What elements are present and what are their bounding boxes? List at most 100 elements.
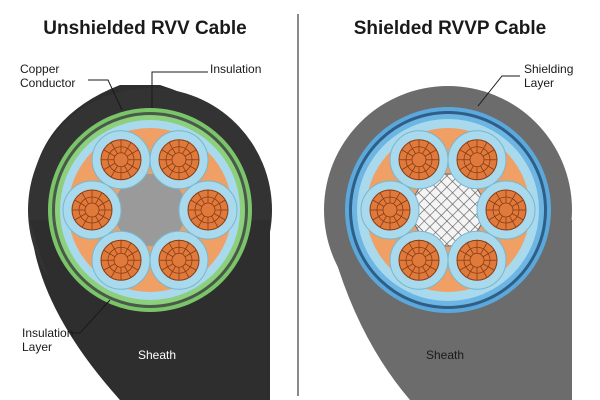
left-strand-line bbox=[103, 162, 116, 171]
leader-copper-conductor bbox=[88, 79, 123, 111]
right-strand-line bbox=[511, 213, 524, 221]
right-strand-line bbox=[408, 165, 416, 178]
left-strand-line bbox=[95, 215, 103, 228]
label-copper-line2: Conductor bbox=[20, 76, 76, 90]
right-strand-line bbox=[424, 162, 437, 171]
left-strand-line bbox=[74, 199, 87, 207]
title-shielded: Shielded RVVP Cable bbox=[353, 18, 547, 39]
right-strand-line bbox=[459, 149, 472, 157]
right-strand-line bbox=[495, 215, 503, 228]
right-strand-line bbox=[422, 165, 430, 178]
left-strand-line bbox=[182, 266, 190, 278]
right-strand-line bbox=[401, 249, 414, 258]
title-unshielded: Unshielded RVV Cable bbox=[43, 18, 247, 39]
left-conductor bbox=[149, 130, 209, 190]
left-strand-line bbox=[126, 162, 139, 171]
left-strand-line bbox=[161, 263, 174, 271]
left-strand-line bbox=[97, 213, 110, 221]
left-strand-line bbox=[110, 266, 118, 278]
right-strand-line bbox=[395, 213, 408, 221]
left-conductor bbox=[91, 230, 151, 290]
right-conductor bbox=[447, 230, 507, 290]
right-strand-line bbox=[495, 192, 503, 205]
leader-insulation bbox=[151, 71, 208, 108]
left-strand-line bbox=[211, 215, 219, 228]
right-strand-line bbox=[509, 215, 517, 228]
panel-divider bbox=[297, 14, 299, 396]
right-strand-line bbox=[466, 165, 474, 178]
label-sheath-left: Sheath bbox=[138, 348, 177, 362]
right-strand-line bbox=[408, 142, 416, 154]
right-strand-line bbox=[408, 242, 416, 255]
right-conductors bbox=[360, 130, 536, 290]
left-strand-line bbox=[97, 199, 110, 207]
right-strand-line bbox=[422, 266, 430, 278]
left-strand-line bbox=[211, 192, 219, 205]
right-strand-line bbox=[488, 213, 501, 221]
left-strand-line bbox=[184, 263, 197, 271]
right-conductor bbox=[389, 230, 449, 290]
right-strand-line bbox=[480, 266, 488, 278]
right-strand-line bbox=[372, 199, 385, 207]
left-strand-line bbox=[168, 142, 176, 154]
right-leader-lines bbox=[477, 75, 520, 107]
left-strand-line bbox=[182, 142, 190, 154]
right-conductor bbox=[447, 130, 507, 190]
label-shielding-line2: Layer bbox=[524, 76, 555, 90]
right-strand-line bbox=[480, 242, 488, 255]
left-strand-line bbox=[124, 242, 132, 255]
label-insulation: Insulation bbox=[210, 62, 262, 76]
right-strand-line bbox=[372, 213, 385, 221]
right-strand-line bbox=[422, 142, 430, 154]
left-strand-line bbox=[95, 192, 103, 205]
left-strand-line bbox=[184, 162, 197, 171]
left-conductor bbox=[178, 180, 238, 240]
left-strand-line bbox=[213, 199, 226, 207]
left-leader-lines bbox=[70, 71, 208, 334]
right-strand-line bbox=[459, 162, 472, 171]
left-strand-line bbox=[168, 242, 176, 255]
left-conductor bbox=[91, 130, 151, 190]
label-insulation-layer-line1: Insulation bbox=[22, 326, 74, 340]
right-strand-line bbox=[480, 142, 488, 154]
right-conductor bbox=[476, 180, 536, 240]
left-strand-line bbox=[190, 213, 203, 221]
left-strand-line bbox=[110, 142, 118, 154]
right-strand-line bbox=[379, 215, 387, 228]
left-strand-line bbox=[124, 165, 132, 178]
left-strand-line bbox=[124, 266, 132, 278]
left-strand-line bbox=[110, 165, 118, 178]
right-strand-line bbox=[488, 199, 501, 207]
right-strand-line bbox=[482, 162, 495, 171]
left-strand-line bbox=[184, 249, 197, 258]
right-strand-line bbox=[482, 263, 495, 271]
left-conductor bbox=[149, 230, 209, 290]
left-strand-line bbox=[126, 249, 139, 258]
left-strand-line bbox=[110, 242, 118, 255]
left-strand-line bbox=[81, 215, 89, 228]
right-strand-line bbox=[424, 263, 437, 271]
left-strand-line bbox=[190, 199, 203, 207]
left-strand-line bbox=[197, 215, 205, 228]
right-strand-line bbox=[466, 142, 474, 154]
right-strand-line bbox=[459, 263, 472, 271]
left-strand-line bbox=[168, 165, 176, 178]
left-strand-line bbox=[161, 249, 174, 258]
right-strand-line bbox=[509, 192, 517, 205]
right-strand-line bbox=[482, 249, 495, 258]
left-strand-line bbox=[126, 149, 139, 157]
right-strand-line bbox=[393, 215, 401, 228]
right-strand-line bbox=[424, 249, 437, 258]
right-strand-line bbox=[480, 165, 488, 178]
left-strand-line bbox=[103, 263, 116, 271]
right-strand-line bbox=[466, 242, 474, 255]
right-strand-line bbox=[395, 199, 408, 207]
left-strand-line bbox=[197, 192, 205, 205]
label-insulation-layer-line2: Layer bbox=[22, 340, 53, 354]
left-strand-line bbox=[103, 249, 116, 258]
label-shielding-line1: Shielding bbox=[524, 62, 574, 76]
left-strand-line bbox=[81, 192, 89, 205]
right-strand-line bbox=[379, 192, 387, 205]
left-strand-line bbox=[126, 263, 139, 271]
